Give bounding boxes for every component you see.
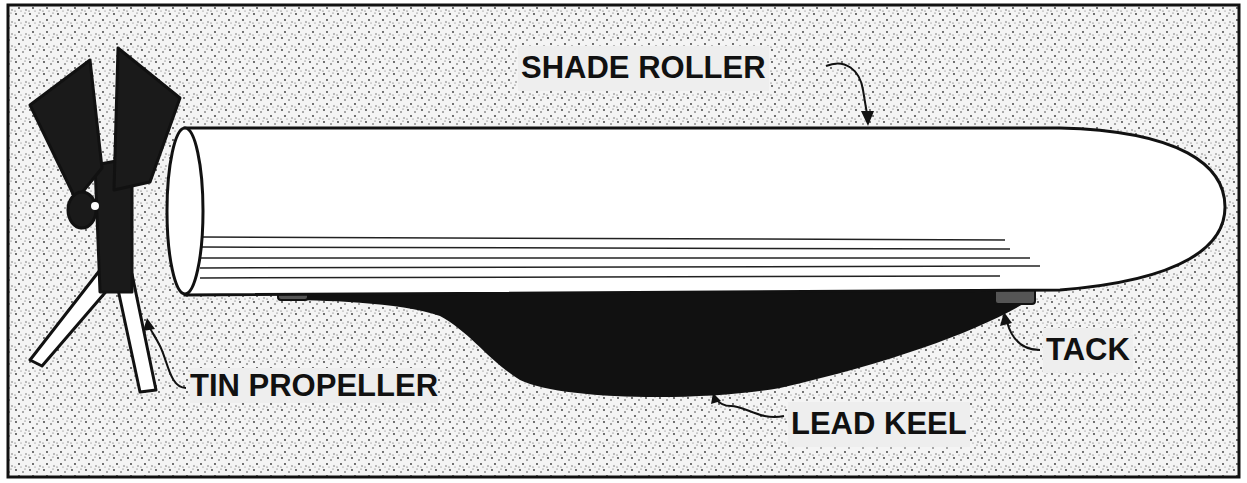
leader-arrowhead (143, 111, 1012, 404)
roller-end-cap (167, 128, 203, 294)
part-label: TIN PROPELLER (190, 364, 485, 409)
body-shading (200, 237, 1040, 278)
part-label: LEAD KEEL (788, 402, 970, 447)
part-label: SHADE ROLLER (518, 46, 769, 91)
leader-line (149, 63, 1040, 417)
shade-roller-body (185, 128, 1225, 295)
label-text: TIN PROPELLER (190, 368, 438, 403)
part-label: TACK (1043, 328, 1133, 373)
stippled-ground (8, 5, 1239, 477)
